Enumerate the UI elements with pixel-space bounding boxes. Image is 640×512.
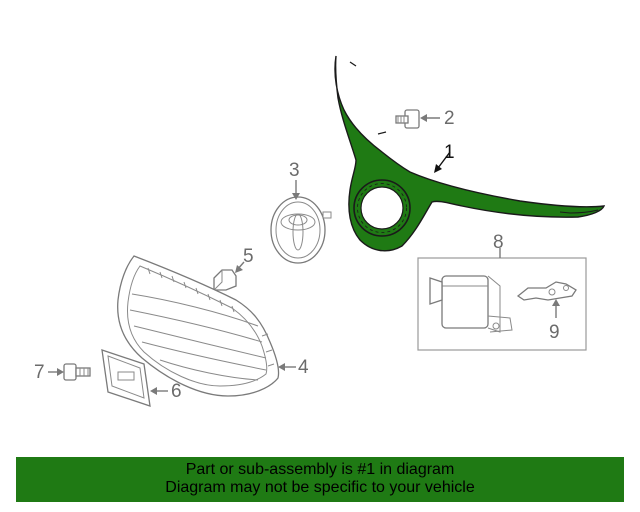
part-1-grille-molding[interactable] [334,55,606,252]
callout-6: 6 [150,381,182,402]
callout-1: 1 [434,142,455,173]
banner-line-2: Diagram may not be specific to your vehi… [165,479,475,496]
part-3-emblem[interactable] [270,196,332,264]
callout-7: 7 [34,362,64,383]
callout-2-label: 2 [444,108,455,129]
callout-5: 5 [235,246,254,273]
part-8-sensor-assembly[interactable] [417,257,587,351]
part-6-license-bracket[interactable] [101,349,151,407]
part-7-bolt[interactable] [63,363,91,381]
callout-1-label: 1 [444,142,455,163]
callout-6-label: 6 [171,381,182,402]
part-2-clip[interactable] [395,109,420,129]
callout-5-label: 5 [243,246,254,267]
part-4-lower-grille[interactable] [117,255,280,397]
callout-9-label: 9 [549,322,560,343]
callout-9: 9 [549,299,560,343]
callout-4: 4 [278,357,309,378]
callout-2: 2 [420,108,455,129]
banner-line-1: Part or sub-assembly is #1 in diagram [185,461,455,478]
callout-8-label: 8 [493,232,504,253]
part-5-bracket[interactable] [213,269,237,291]
callout-4-label: 4 [298,357,309,378]
part-9-sensor-bracket[interactable] [516,281,577,301]
info-banner: Part or sub-assembly is #1 in diagram Di… [16,457,624,502]
callout-8: 8 [493,232,504,258]
callout-3: 3 [289,160,300,200]
callout-7-label: 7 [34,362,45,383]
callout-3-label: 3 [289,160,300,181]
